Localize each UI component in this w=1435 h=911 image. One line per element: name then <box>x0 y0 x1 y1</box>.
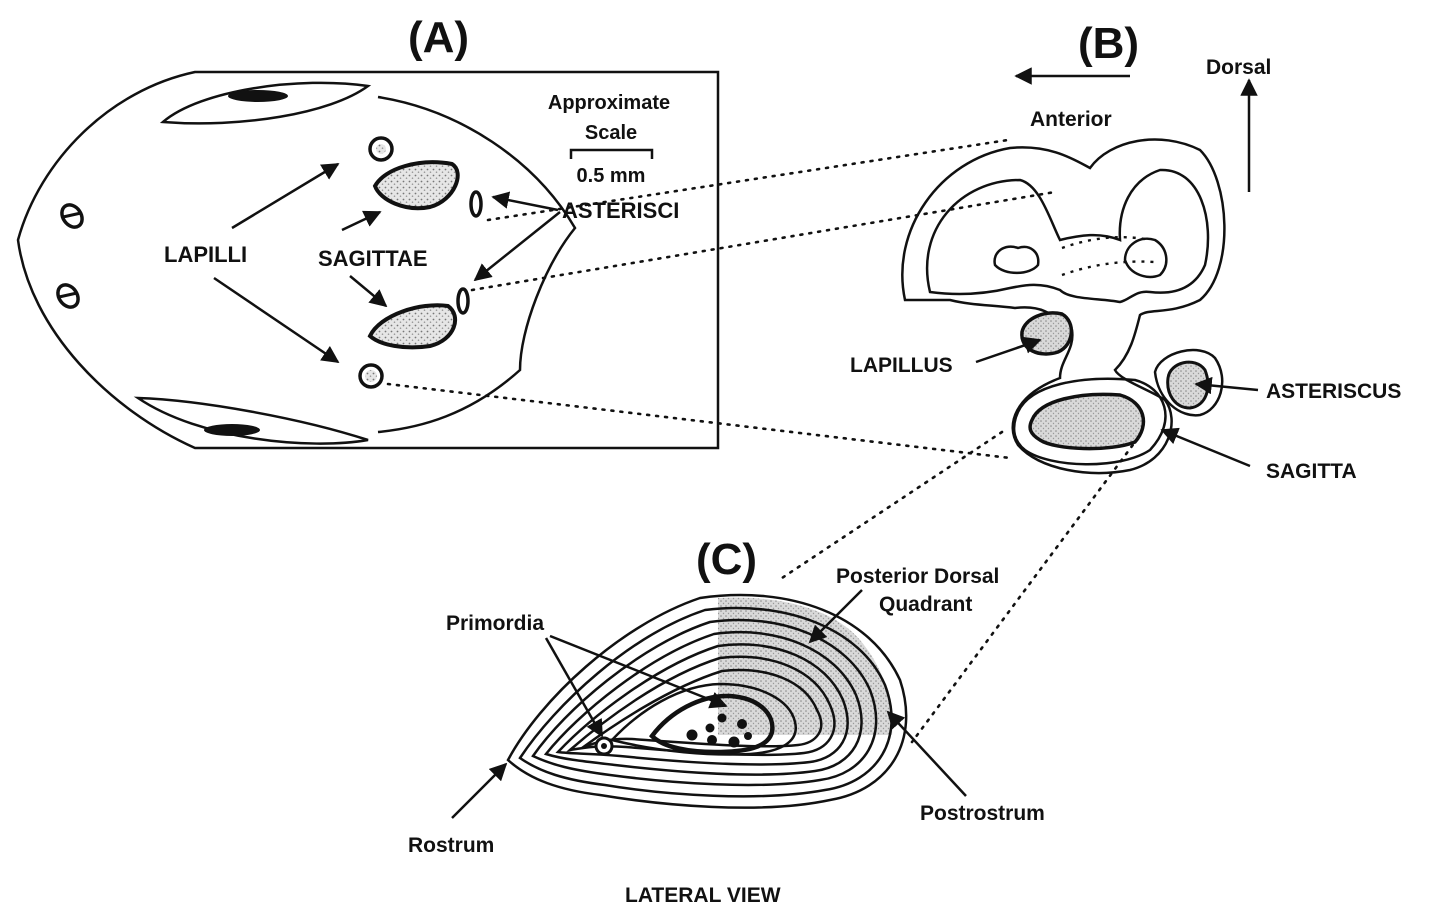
asterisci-label: ASTERISCI <box>562 198 679 223</box>
postrostrum-label: Postrostrum <box>920 802 1045 825</box>
dorsal-label: Dorsal <box>1206 56 1271 79</box>
panel-a: (A) <box>18 13 718 448</box>
arrow-sagittae-top <box>342 212 380 230</box>
canal-ampulla <box>1125 239 1166 277</box>
arrow-lapilli-top <box>232 164 338 228</box>
pdq-label-1: Posterior Dorsal <box>836 565 999 588</box>
panel-b-label: (B) <box>1078 19 1139 68</box>
rostrum-label: Rostrum <box>408 834 494 857</box>
lapilli-label: LAPILLI <box>164 242 247 267</box>
scale-title-1: Approximate <box>548 92 670 114</box>
sagittae-label: SAGITTAE <box>318 246 428 271</box>
canal-dotted-1 <box>1062 237 1150 248</box>
lapillus-top <box>370 138 392 160</box>
scale-bar: Approximate Scale 0.5 mm <box>548 92 670 187</box>
primordia-label: Primordia <box>446 612 544 635</box>
arrow-lapilli-bottom <box>214 278 338 362</box>
panel-b: (B) Anterior Dorsal LAPILLUS ASTERISCUS … <box>850 19 1401 483</box>
lapillus-bottom <box>360 365 382 387</box>
sagitta-arrow <box>1162 430 1250 466</box>
primordia-arrow-2 <box>550 636 726 706</box>
asteriscus-top <box>471 192 481 216</box>
panel-c-label: (C) <box>696 535 757 584</box>
arrow-asterisci-top <box>493 197 558 210</box>
arrow-sagittae-bottom <box>350 276 386 306</box>
labyrinth-inner <box>927 170 1208 302</box>
lapillus <box>1022 313 1072 354</box>
scale-title-2: Scale <box>585 122 637 144</box>
canal-dotted-2 <box>1062 262 1155 275</box>
sagitta-top <box>375 162 458 208</box>
accessory-primordium <box>596 738 612 754</box>
asteriscus-label: ASTERISCUS <box>1266 380 1401 403</box>
panel-a-label: (A) <box>408 13 469 62</box>
scale-value: 0.5 mm <box>577 165 646 187</box>
connectors-a-b <box>388 140 1055 458</box>
postrostrum-arrow <box>888 712 966 796</box>
panel-c: (C) Primord <box>408 535 1045 907</box>
eye-top <box>163 83 368 124</box>
lateral-view-label: LATERAL VIEW <box>625 884 781 907</box>
asteriscus-bottom <box>458 289 468 313</box>
utricle-chamber <box>995 247 1039 273</box>
sagitta <box>1030 394 1143 448</box>
rostrum-arrow <box>452 764 506 818</box>
nostril-bottom <box>54 281 83 311</box>
anterior-label: Anterior <box>1030 108 1112 131</box>
nostril-top <box>58 201 87 231</box>
sagitta-bottom <box>370 305 455 347</box>
lapillus-label: LAPILLUS <box>850 354 953 377</box>
pdq-label-2: Quadrant <box>879 593 972 616</box>
sagitta-label: SAGITTA <box>1266 460 1357 483</box>
